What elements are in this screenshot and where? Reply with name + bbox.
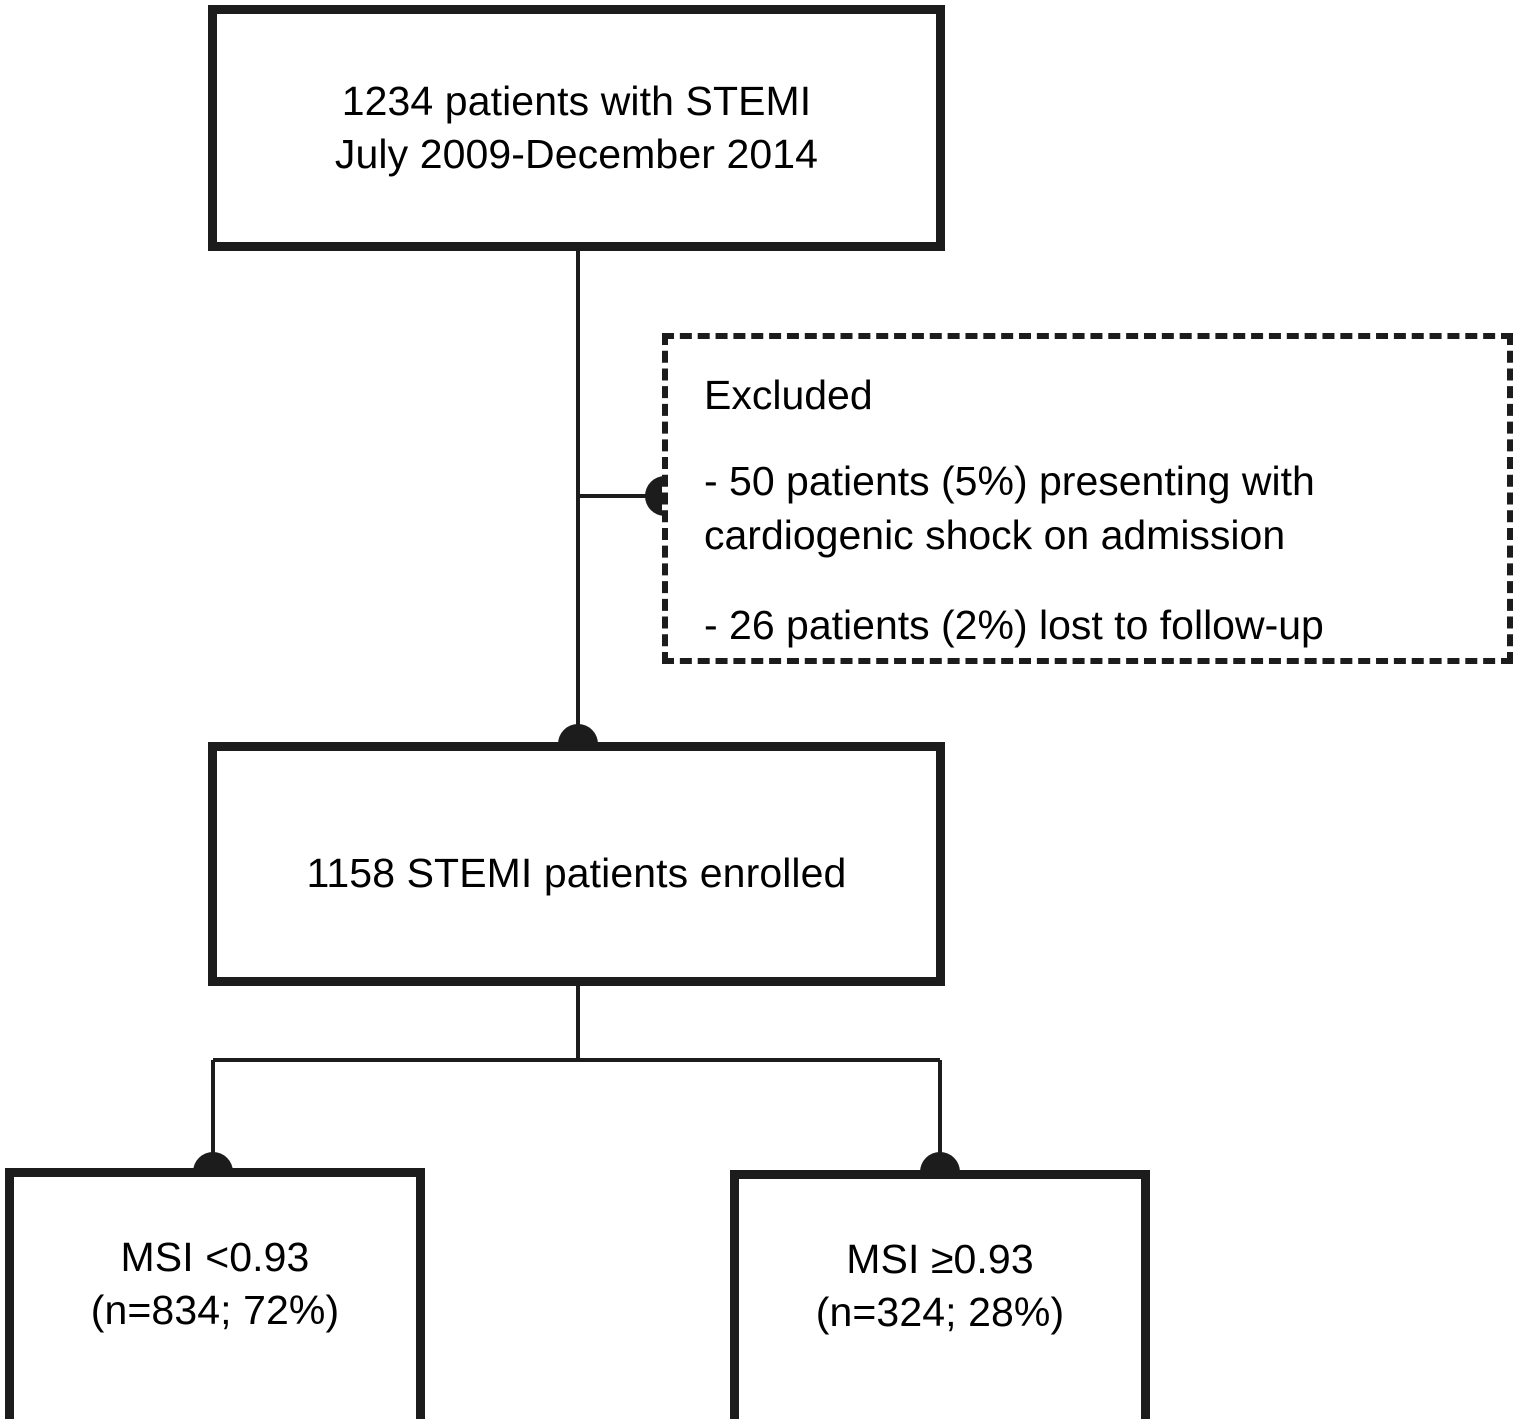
node-msi-low-line1: MSI <0.93 [120, 1233, 310, 1280]
node-msi-low-label: MSI <0.93 (n=834; 72%) [91, 1231, 340, 1338]
node-msi-high-line2: (n=324; 28%) [815, 1289, 1065, 1335]
node-excluded-item-1: - 50 patients (5%) presenting with cardi… [704, 458, 1315, 559]
node-msi-low: MSI <0.93 (n=834; 72%) [5, 1168, 425, 1419]
node-enrolled: 1158 STEMI patients enrolled [208, 742, 945, 986]
node-cohort-label: 1234 patients with STEMI July 2009-Decem… [334, 77, 819, 177]
node-enrolled-label: 1158 STEMI patients enrolled [306, 850, 847, 897]
node-excluded-item-2: - 26 patients (2%) lost to follow-up [704, 602, 1324, 649]
node-msi-high-line1: MSI ≥0.93 [846, 1235, 1034, 1282]
node-excluded-title: Excluded [704, 372, 873, 418]
node-msi-low-line2: (n=834; 72%) [90, 1287, 340, 1333]
node-msi-high: MSI ≥0.93 (n=324; 28%) [730, 1170, 1150, 1419]
node-excluded: Excluded - 50 patients (5%) presenting w… [662, 333, 1513, 664]
node-cohort: 1234 patients with STEMI July 2009-Decem… [208, 5, 945, 251]
node-msi-high-label: MSI ≥0.93 (n=324; 28%) [816, 1233, 1065, 1340]
